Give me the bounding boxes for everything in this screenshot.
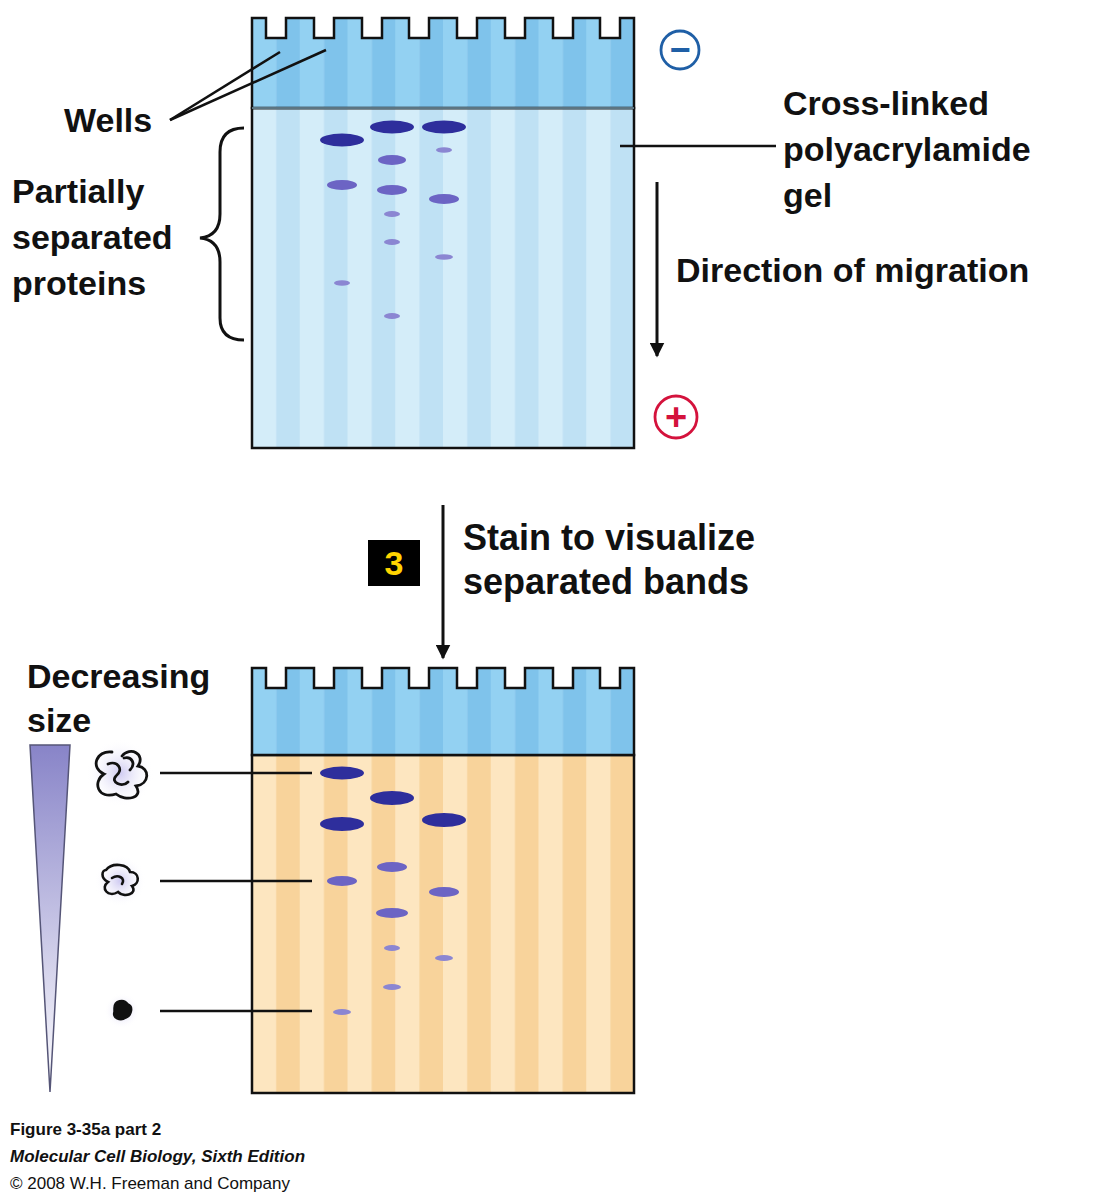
- protein-band: [320, 767, 364, 780]
- part-label: Cross-linked polyacrylamide gel: [783, 80, 1078, 218]
- migration-arrow: [656, 182, 659, 356]
- well-comb: [252, 668, 634, 755]
- protein-band: [320, 817, 364, 831]
- protein-band: [370, 791, 414, 805]
- stained-bands: [320, 767, 466, 1016]
- protein-band: [334, 280, 350, 286]
- protein-band: [333, 1009, 351, 1015]
- protein-band: [384, 239, 400, 245]
- step-arrow: [442, 505, 445, 658]
- leader-line: [160, 1010, 312, 1013]
- protein-glow: [86, 739, 154, 807]
- size-wedge: [30, 745, 70, 1092]
- protein-bands: [320, 121, 466, 320]
- protein-band: [327, 876, 357, 886]
- bracket: [200, 128, 244, 340]
- protein-band: [378, 155, 406, 165]
- protein-band: [327, 180, 357, 190]
- copyright-note: © 2008 W.H. Freeman and Company: [10, 1173, 610, 1195]
- leader-line: [620, 145, 776, 148]
- protein-band: [436, 147, 452, 153]
- figure-caption: Figure 3-35a part 2: [10, 1119, 610, 1141]
- part-label: Wells: [64, 98, 194, 142]
- protein-band: [377, 862, 407, 872]
- protein-band: [370, 121, 414, 134]
- protein-small: [114, 1001, 132, 1020]
- leader-line: [160, 772, 312, 775]
- protein-band: [384, 945, 400, 951]
- step-number: 3: [368, 540, 420, 586]
- protein-band: [383, 984, 401, 990]
- leader-line: [170, 50, 326, 120]
- leader-line: [160, 880, 312, 883]
- polarity-sign: −: [659, 29, 701, 71]
- protein-glow: [94, 855, 146, 907]
- protein-band: [377, 185, 407, 195]
- leader-line: [170, 52, 280, 120]
- callout-number: 3: [368, 540, 420, 586]
- step-label: Stain to visualize separated bands: [463, 516, 823, 604]
- well-boundary: [252, 108, 634, 109]
- protein-band: [435, 955, 453, 961]
- cathode-symbol: −: [659, 29, 701, 71]
- protein-band: [422, 121, 466, 134]
- protein-band: [429, 887, 459, 897]
- protein-band: [422, 813, 466, 827]
- polyacrylamide-gel: [252, 108, 634, 448]
- protein-band: [384, 313, 400, 319]
- axis-label: Decreasing size: [27, 654, 242, 742]
- polarity-sign: +: [653, 394, 699, 440]
- protein-medium: [103, 865, 138, 895]
- protein-band: [429, 194, 459, 204]
- stained-gel: [252, 755, 634, 1093]
- protein-band: [384, 211, 400, 217]
- protein-large: [96, 751, 147, 798]
- protein-band: [320, 134, 364, 147]
- protein-glow: [104, 993, 140, 1029]
- well-comb: [252, 18, 634, 108]
- anode-symbol: +: [653, 394, 699, 440]
- protein-band: [435, 254, 453, 260]
- part-label: Partially separated proteins: [12, 168, 197, 306]
- source-title: Molecular Cell Biology, Sixth Edition: [10, 1146, 610, 1168]
- protein-band: [376, 908, 408, 918]
- axis-label: Direction of migration: [676, 250, 1086, 290]
